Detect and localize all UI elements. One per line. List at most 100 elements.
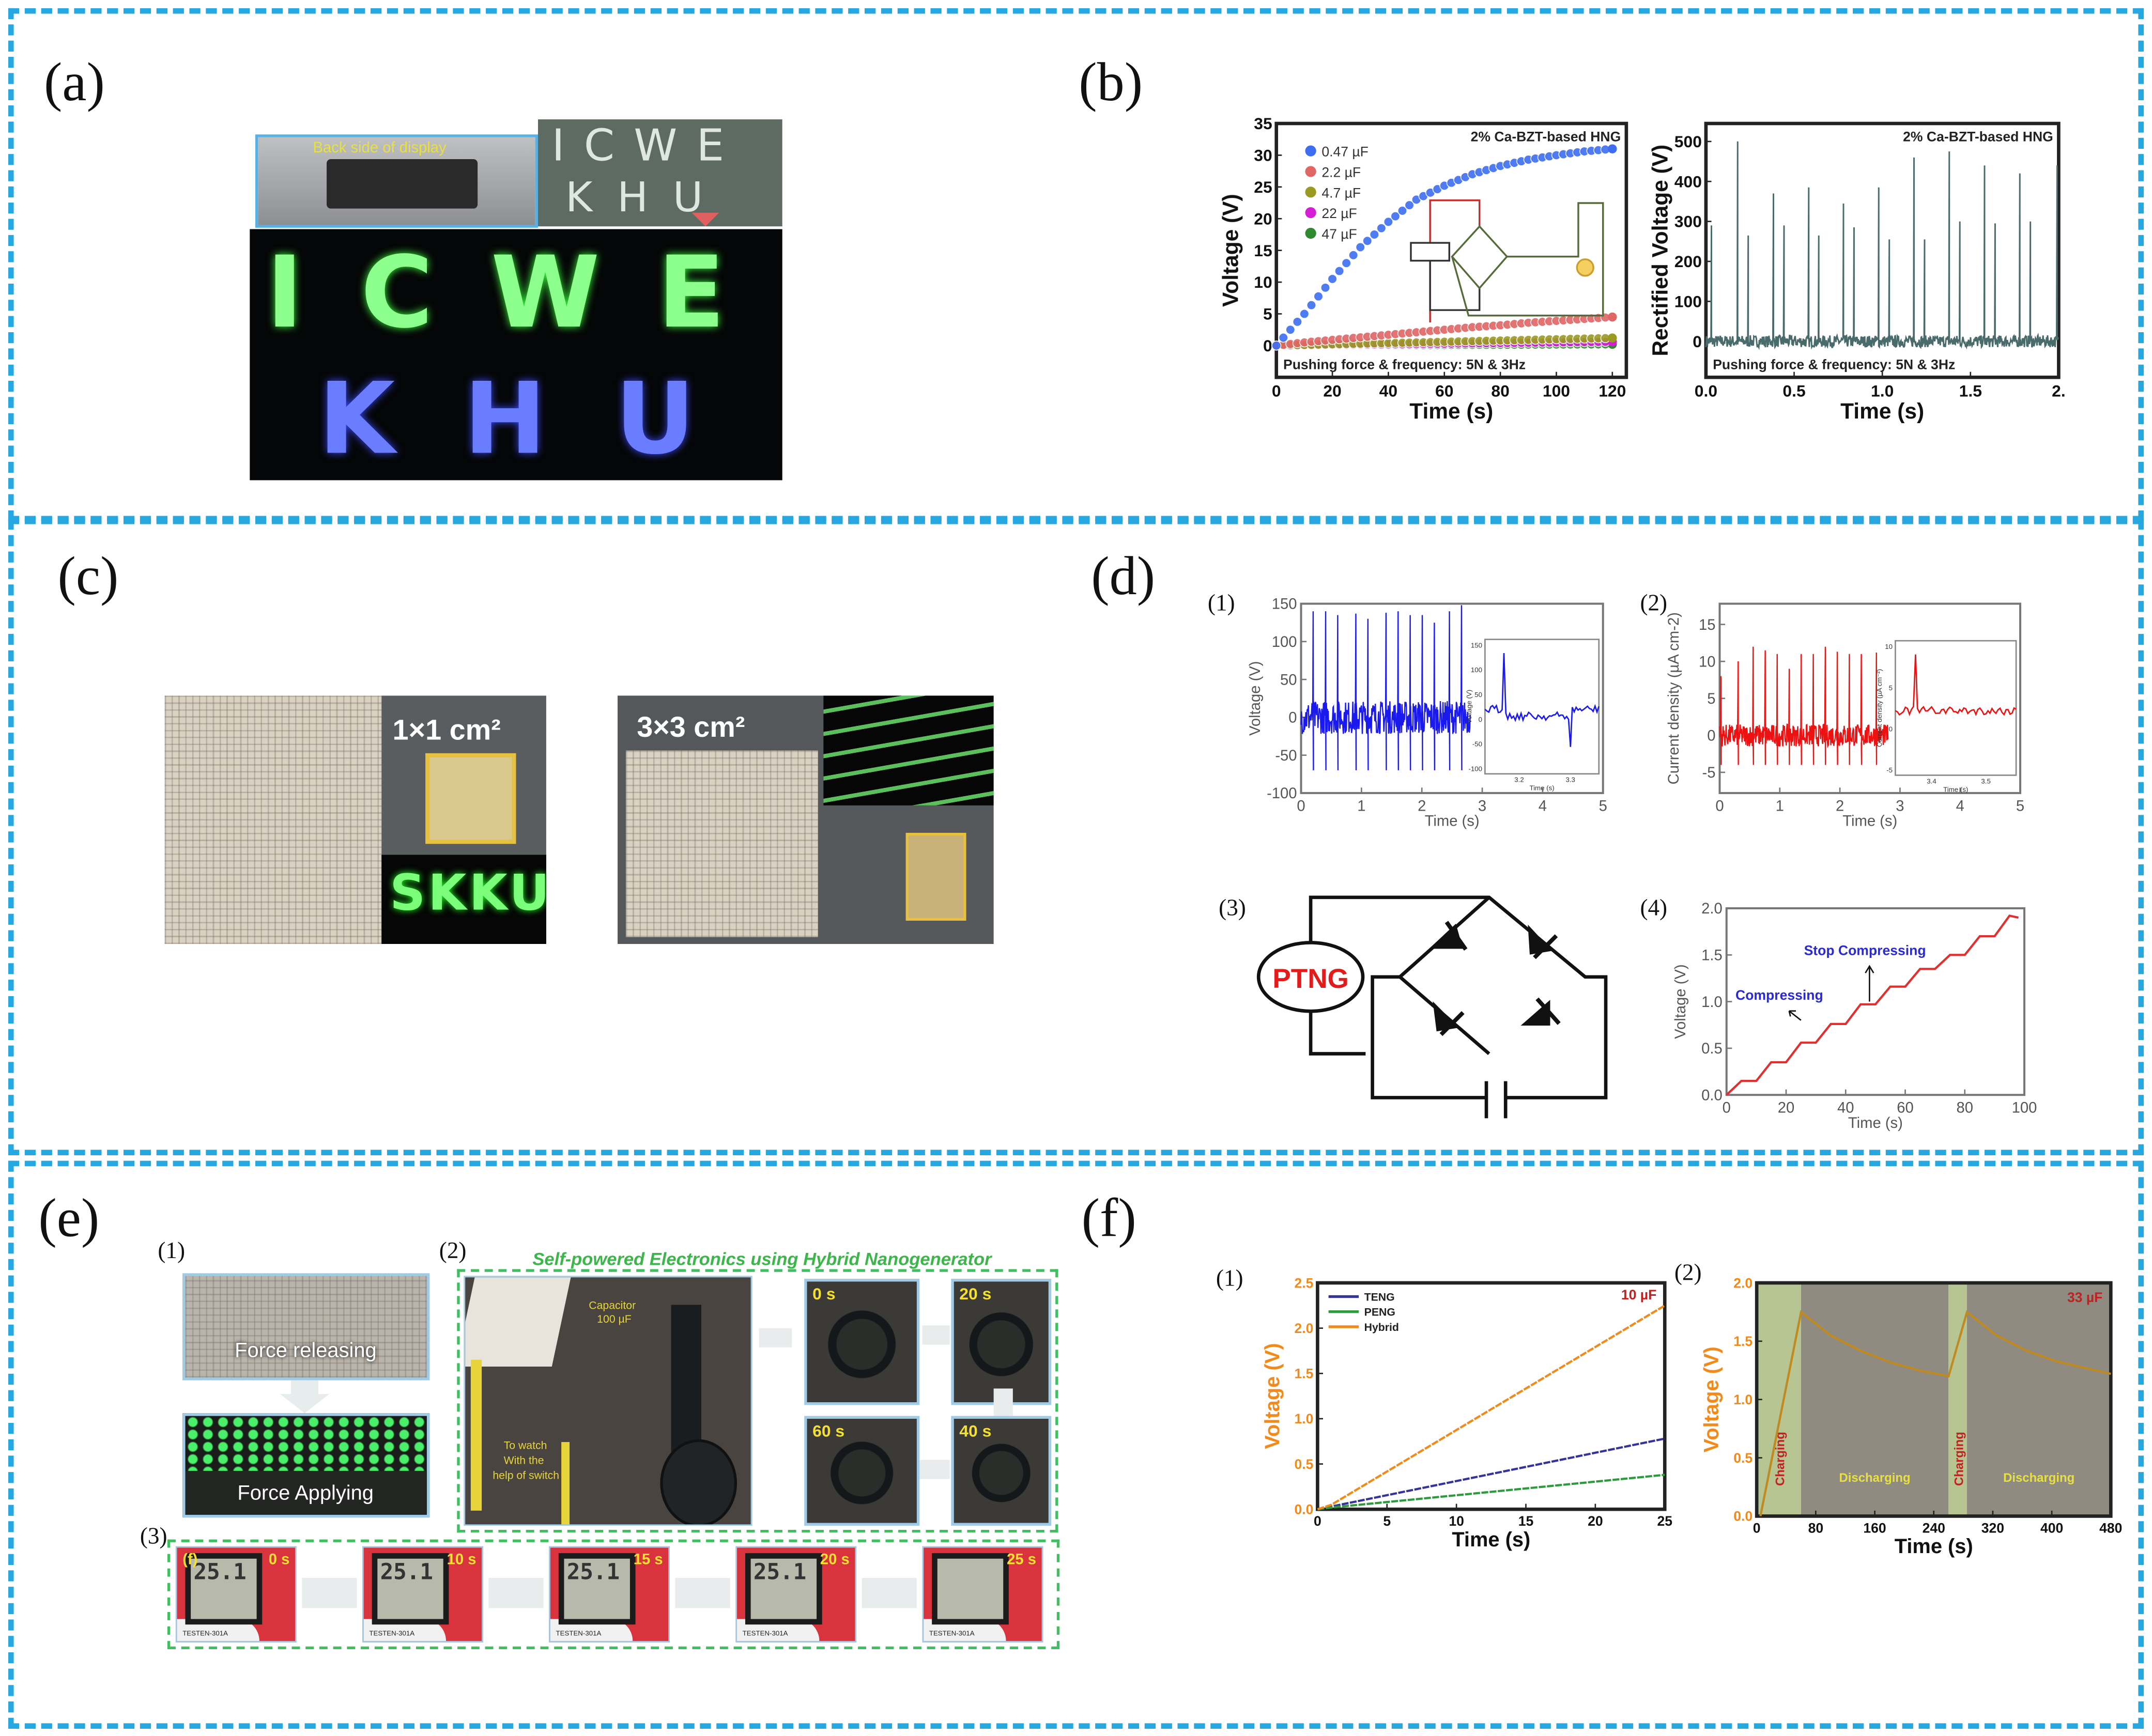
x-tick-label: 20 [1778, 1100, 1794, 1117]
legend-marker [1305, 207, 1316, 219]
series-line [1726, 914, 2019, 1096]
diode-icons [1428, 921, 1561, 1036]
panel-label-d: (d) [1091, 545, 1156, 607]
legend-label: Hybrid [1364, 1321, 1399, 1334]
watch-note-2: With the [503, 1454, 544, 1467]
y-axis-label: Voltage (V) [1672, 964, 1689, 1038]
annotation-arrow [1788, 1010, 1802, 1021]
inset-frame [1895, 640, 2017, 776]
x-tick-label: 5 [2016, 798, 2024, 814]
photo-1x1-device: 1×1 cm² SKKU [164, 695, 546, 944]
x-tick-label: 0 [1715, 798, 1724, 814]
x-axis-label: Time (s) [1842, 813, 1897, 830]
series-line [1317, 1474, 1665, 1511]
legend-label: 4.7 µF [1321, 185, 1361, 200]
y-tick-label: 100 [1674, 292, 1702, 311]
meter-reading: 25.1 [380, 1558, 433, 1585]
x-tick-label: 25 [1657, 1513, 1672, 1529]
x-tick-label: 5 [1599, 798, 1607, 814]
x-tick-label: 40 [1379, 381, 1397, 400]
y-tick-label: 15 [1254, 241, 1272, 260]
photo-display-front: ICWE KHU [537, 119, 782, 227]
y-tick-label: 0 [1288, 710, 1297, 726]
frame-row-ef [8, 1160, 2144, 1729]
y-tick-label: 0 [1263, 336, 1272, 355]
y-tick-label: 5 [1707, 691, 1715, 707]
data-point [1313, 291, 1324, 302]
signal-trace [1719, 646, 1889, 765]
y-axis-label: Voltage (V) [1700, 1346, 1723, 1452]
hng-box [1410, 242, 1451, 262]
watch-note-1: To watch [503, 1439, 547, 1452]
y-tick-label: 150 [1272, 596, 1297, 613]
phase-label: Charging [1953, 1432, 1966, 1486]
watch-time-60: 60 s [812, 1421, 845, 1441]
force-applying-text: Force Applying [237, 1482, 374, 1506]
sub-label-d4: (4) [1640, 894, 1668, 921]
y-tick-label: 1.0 [1701, 994, 1723, 1011]
y-tick-label: 15 [1699, 617, 1715, 633]
inset-x-tick: 3.4 [1927, 777, 1936, 785]
led-letters-top: ICWE [266, 235, 782, 350]
y-tick-label: 50 [1280, 672, 1297, 688]
x-tick-label: 160 [1863, 1520, 1886, 1536]
y-axis-label: Voltage (V) [1247, 661, 1264, 735]
sub-label-e2: (2) [439, 1237, 467, 1264]
x-tick-label: 0 [1314, 1513, 1321, 1529]
x-tick-label: 60 [1435, 381, 1453, 400]
y-tick-label: 400 [1674, 172, 1702, 191]
led-letters-bottom: KHU [318, 361, 764, 476]
e2-frame [457, 1269, 1058, 1533]
y-tick-label: 0.5 [1701, 1041, 1723, 1057]
data-point [1383, 216, 1393, 227]
y-tick-label: 2.0 [1295, 1321, 1314, 1336]
chart-annotation-note: Pushing force & frequency: 5N & 3Hz [1713, 357, 1955, 372]
x-tick-label: 2 [1836, 798, 1844, 814]
sub-label-d1: (1) [1207, 590, 1235, 616]
inset-y-tick: 0 [1889, 725, 1893, 733]
panel-label-e: (e) [38, 1187, 100, 1249]
watch-time-40: 40 s [959, 1421, 992, 1441]
phase-label: Discharging [2003, 1471, 2074, 1485]
photo-watch-setup: Capacitor 100 µF To watch With the help … [464, 1276, 752, 1526]
device-size-3x3: 3×3 cm² [637, 712, 745, 744]
series-line [1759, 1310, 2111, 1516]
y-tick-label: 1.5 [1295, 1366, 1314, 1382]
chart-annotation: 33 µF [2067, 1290, 2102, 1305]
inset-y-tick: 10 [1885, 643, 1893, 650]
inset-x-tick: 3.5 [1981, 777, 1990, 785]
x-axis-label: Time (s) [1848, 1115, 1903, 1132]
watch-time-0: 0 s [812, 1284, 836, 1304]
legend-label: TENG [1364, 1291, 1395, 1304]
x-tick-label: 120 [1598, 381, 1626, 400]
y-tick-label: 1.5 [1733, 1334, 1753, 1349]
plot-frame [1316, 1281, 1667, 1511]
ptng-label: PTNG [1272, 964, 1349, 994]
inset-x-tick: 3.3 [1565, 776, 1575, 784]
x-tick-label: 0 [1272, 381, 1281, 400]
data-point [1608, 144, 1617, 153]
front-letters-top: ICWE [551, 119, 744, 172]
x-tick-label: 80 [1957, 1100, 1973, 1117]
y-tick-label: 2.0 [1733, 1275, 1753, 1291]
x-tick-label: 15 [1518, 1513, 1534, 1529]
data-point [1341, 258, 1351, 268]
arrow-right-icon [862, 1577, 917, 1608]
front-letters-bottom: KHU [565, 174, 728, 223]
legend-label: PENG [1364, 1306, 1395, 1319]
y-tick-label: -5 [1702, 765, 1716, 781]
inset-y-tick: -5 [1886, 766, 1893, 774]
y-tick-label: 0.5 [1295, 1456, 1314, 1472]
inset-y-tick: 50 [1474, 691, 1482, 699]
y-tick-label: 0 [1693, 332, 1702, 351]
meter-time: 15 s [633, 1552, 663, 1569]
x-tick-label: 20 [1323, 381, 1341, 400]
x-tick-label: 40 [1837, 1100, 1854, 1117]
x-axis-label: Time (s) [1425, 813, 1480, 830]
x-tick-label: 100 [2012, 1100, 2037, 1117]
